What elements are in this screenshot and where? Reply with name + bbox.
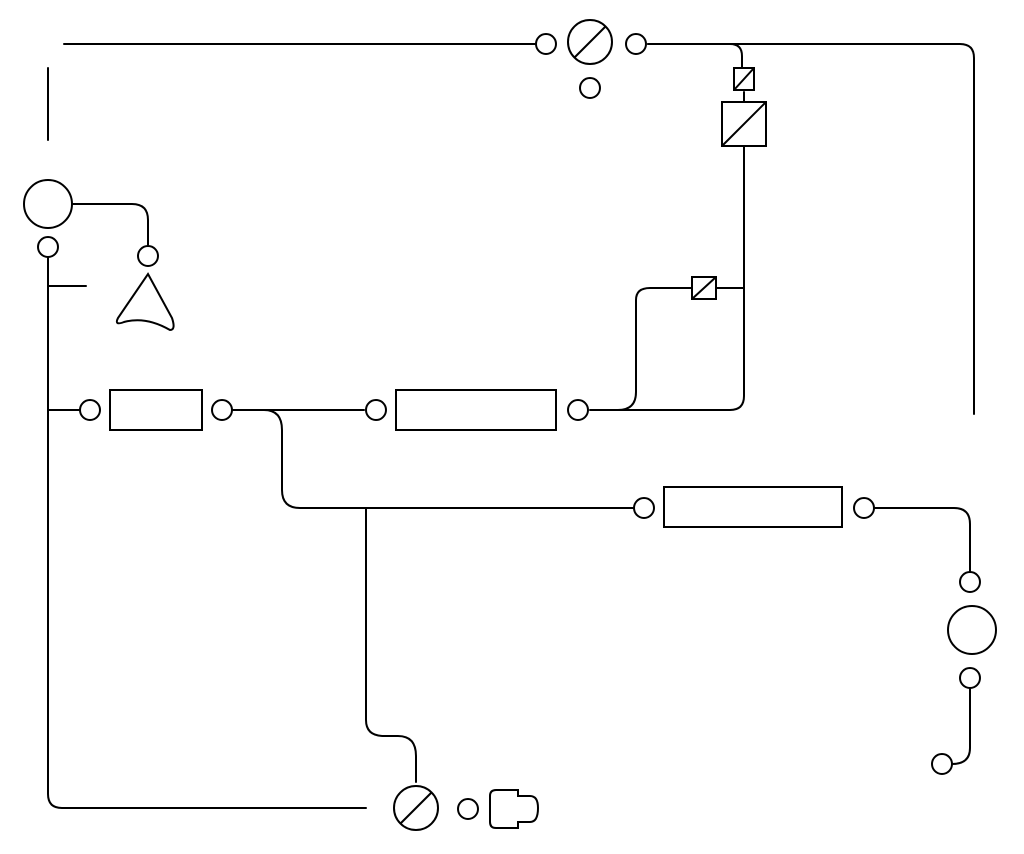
nozzle-group — [115, 245, 175, 332]
rect3-right-line — [873, 507, 971, 573]
rect1-right-port — [211, 399, 233, 421]
filter-down-line — [589, 145, 745, 411]
rect3-right-port — [853, 497, 875, 519]
large-square-slash — [721, 101, 767, 147]
filters — [691, 67, 767, 300]
branch-to-mid-filter — [617, 287, 693, 411]
rect3-left-port — [633, 497, 655, 519]
rect-3 — [663, 486, 843, 528]
rect-2 — [395, 389, 557, 431]
left-circle-port — [37, 236, 59, 258]
bottom-valve-group — [393, 785, 540, 831]
pipes — [47, 43, 975, 809]
circle-to-nozzle — [71, 203, 149, 247]
rect-1 — [109, 389, 203, 431]
small-square-slash — [733, 67, 755, 91]
drop-to-bottom-valve — [365, 507, 417, 783]
nozzle — [115, 272, 175, 332]
rect2-right-port — [567, 399, 589, 421]
top-right-port — [625, 33, 647, 55]
top-valve-group — [535, 19, 647, 99]
small-filter-feed — [647, 43, 743, 69]
bottom-valve-slash — [400, 792, 432, 824]
top-line-right — [647, 43, 975, 415]
left-circle-unit — [23, 179, 73, 229]
right-circle-group — [931, 571, 997, 775]
rect1-left-port — [79, 399, 101, 421]
rect-row — [79, 389, 875, 528]
top-valve-slash — [574, 26, 606, 58]
right-circle-bottom-port — [959, 667, 981, 689]
end-cap — [489, 789, 540, 829]
rect2-left-port — [365, 399, 387, 421]
drop-to-rect3 — [263, 409, 635, 509]
top-left-port — [535, 33, 557, 55]
right-end-port — [931, 753, 953, 775]
left-circle-group — [23, 179, 73, 258]
right-lower-line — [951, 687, 971, 765]
right-circle-top-port — [959, 571, 981, 593]
cap-port — [457, 798, 479, 820]
nozzle-port — [137, 245, 159, 267]
right-circle-unit — [947, 605, 997, 655]
mid-square-slash — [691, 276, 717, 300]
left-trunk — [47, 257, 367, 809]
top-bottom-port — [579, 77, 601, 99]
